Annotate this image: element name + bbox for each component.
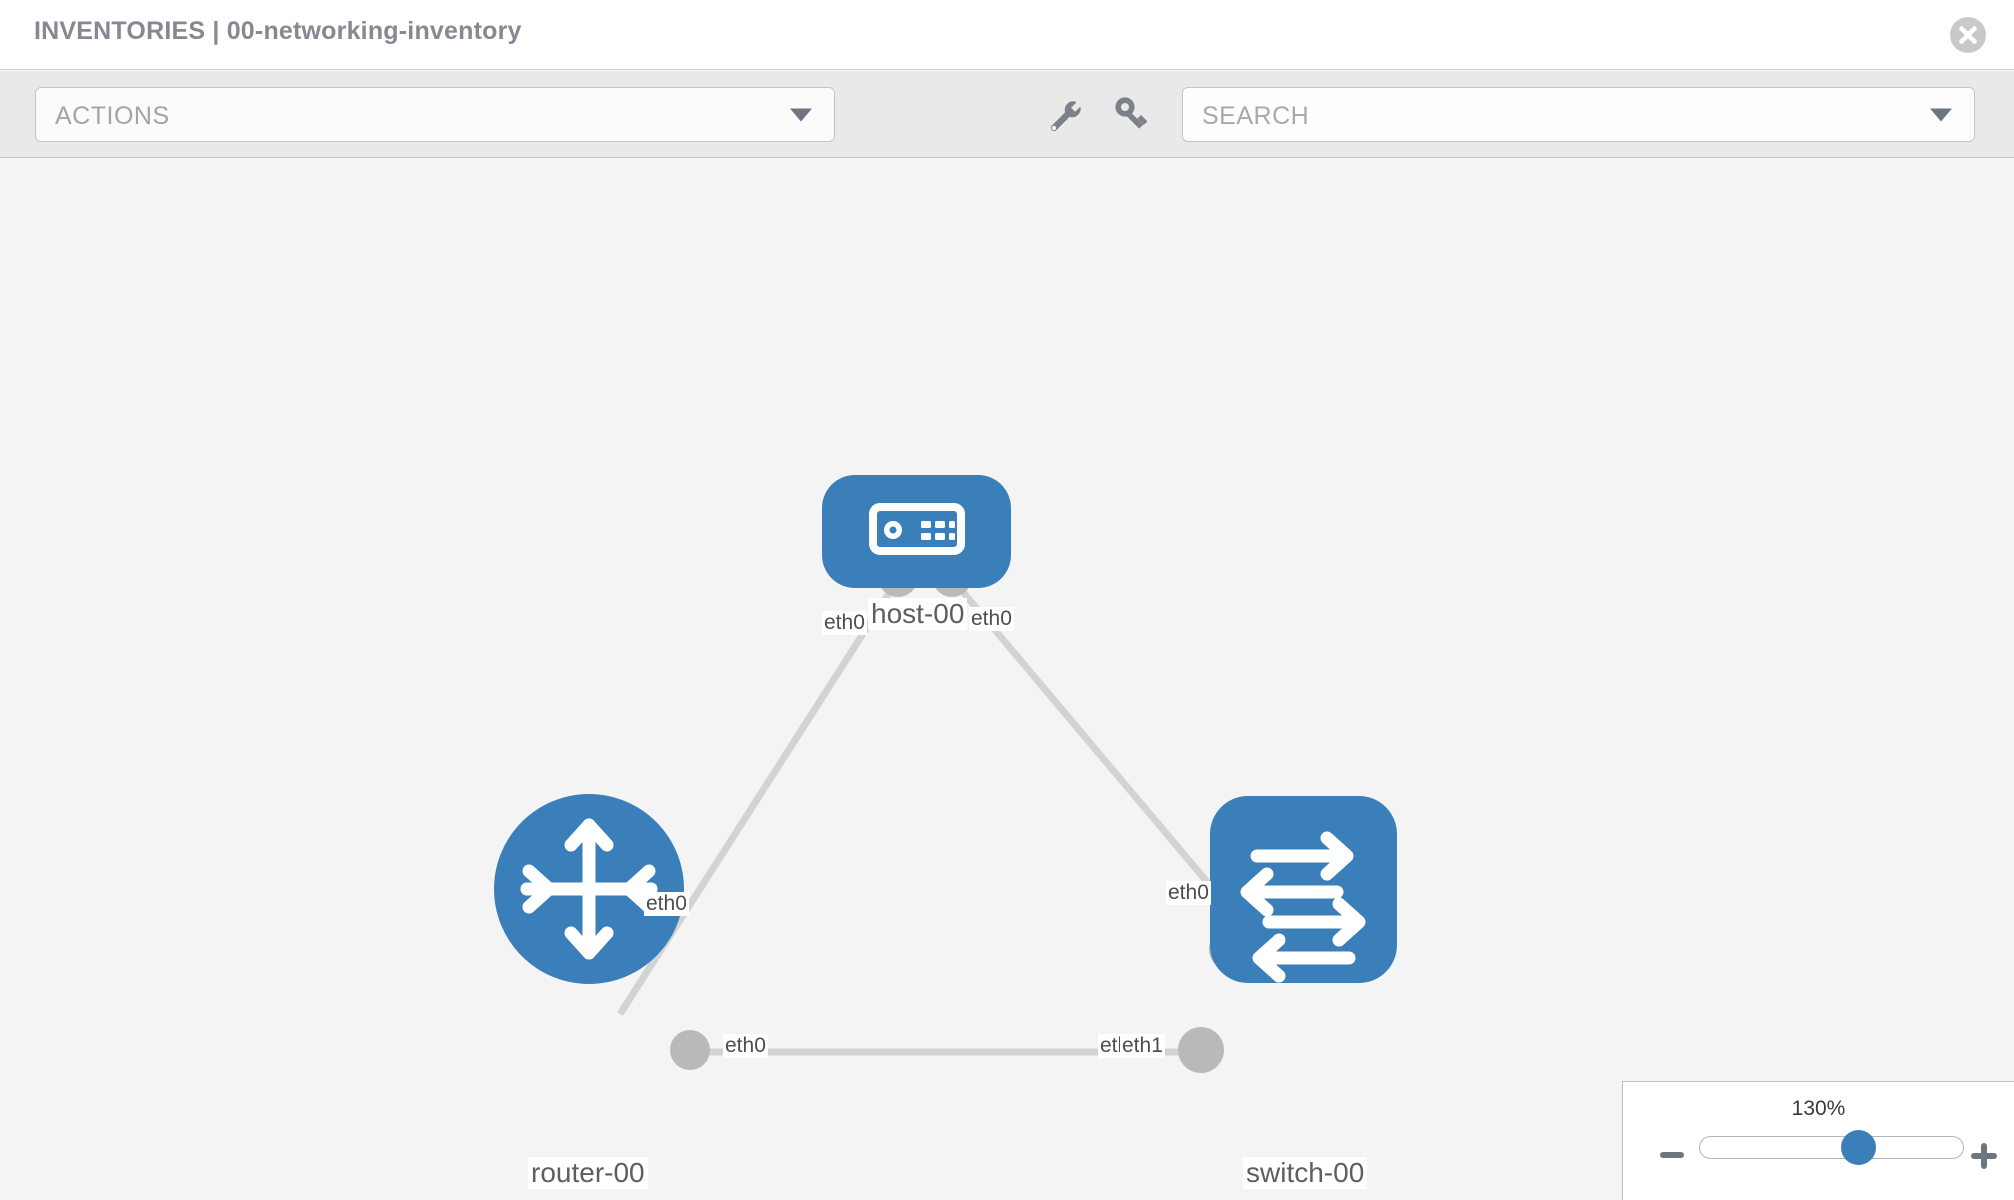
iface-label: eth1	[1120, 1034, 1165, 1059]
page-title: INVENTORIES | 00-networking-inventory	[34, 17, 522, 45]
actions-dropdown-label: ACTIONS	[55, 102, 170, 130]
minus-icon[interactable]	[1659, 1142, 1685, 1173]
topology-graph	[494, 475, 1397, 1073]
plus-icon[interactable]	[1970, 1142, 1998, 1175]
wrench-icon[interactable]	[1042, 93, 1084, 135]
chevron-down-icon	[790, 108, 812, 121]
zoom-control-panel: 130%	[1622, 1081, 2014, 1200]
actions-dropdown[interactable]: ACTIONS	[35, 87, 835, 142]
toolbar: ACTIONS SEARCH	[0, 71, 2014, 158]
key-icon[interactable]	[1110, 93, 1152, 135]
chevron-down-icon	[1930, 108, 1952, 121]
node-host-00	[822, 475, 1011, 588]
search-placeholder: SEARCH	[1202, 102, 1310, 130]
connector-router-right	[670, 1030, 710, 1070]
node-label-router-00: router-00	[528, 1157, 648, 1190]
zoom-percent-label: 130%	[1791, 1097, 1846, 1120]
topology-canvas[interactable]: eth0 eth0 eth0 eth0 eth0 eth0 eth1 host-…	[0, 159, 2014, 1200]
topology-connectors	[670, 557, 1255, 1073]
close-icon[interactable]	[1949, 16, 1987, 54]
node-label-switch-00: switch-00	[1243, 1157, 1368, 1190]
iface-label: eth0	[723, 1034, 768, 1059]
iface-label: eth0	[822, 611, 867, 636]
iface-label: eth0	[1166, 881, 1211, 906]
app-header: INVENTORIES | 00-networking-inventory	[0, 0, 2014, 70]
connector-switch-left	[1178, 1027, 1224, 1073]
node-switch-00	[1210, 796, 1397, 983]
node-router-00	[494, 794, 684, 984]
iface-label: eth0	[644, 892, 689, 917]
zoom-slider[interactable]	[1699, 1130, 1964, 1165]
iface-label: eth0	[969, 607, 1014, 632]
zoom-slider-thumb[interactable]	[1840, 1130, 1876, 1165]
node-label-host-00: host-00	[868, 598, 968, 631]
search-input[interactable]: SEARCH	[1182, 87, 1975, 142]
topology-links	[617, 576, 1275, 1056]
